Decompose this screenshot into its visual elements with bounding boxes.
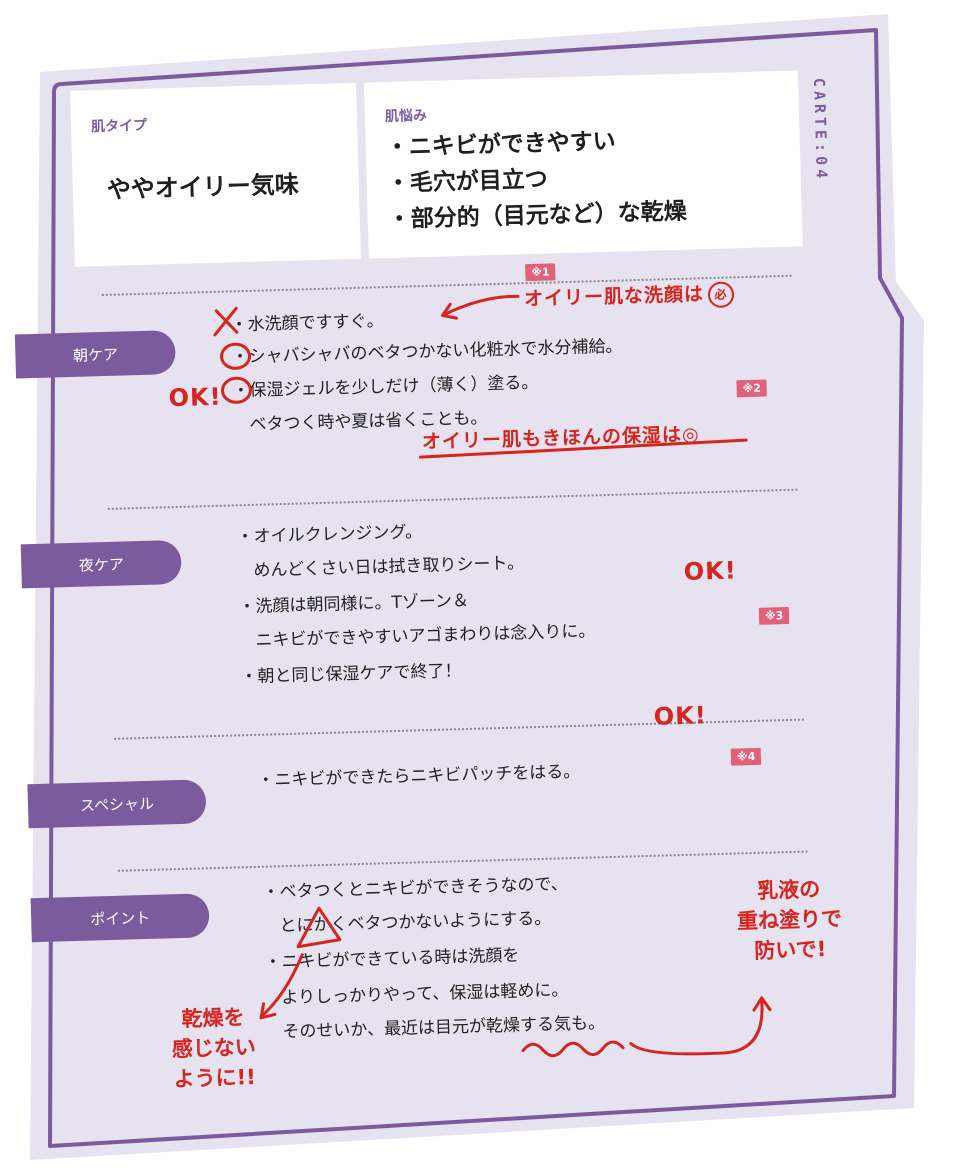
arrow-to-water-wash-icon [440,294,520,320]
cross-mark-icon [213,306,239,337]
underline-icon [418,438,748,459]
red-marks [213,294,772,1058]
wavy-underline-icon [521,1040,625,1058]
card-border [48,28,904,1148]
circle-mark-icon [220,342,252,370]
circle-mark-icon [220,376,252,404]
carte-card: 肌タイプ ややオイリー気味 肌悩み ・ニキビができやすい ・毛穴が目立つ ・部分… [7,40,921,1129]
arrow-up-icon [629,996,772,1056]
arrow-to-note-icon [259,953,304,1020]
card-outer [30,14,924,1160]
triangle-mark-icon [296,906,342,949]
